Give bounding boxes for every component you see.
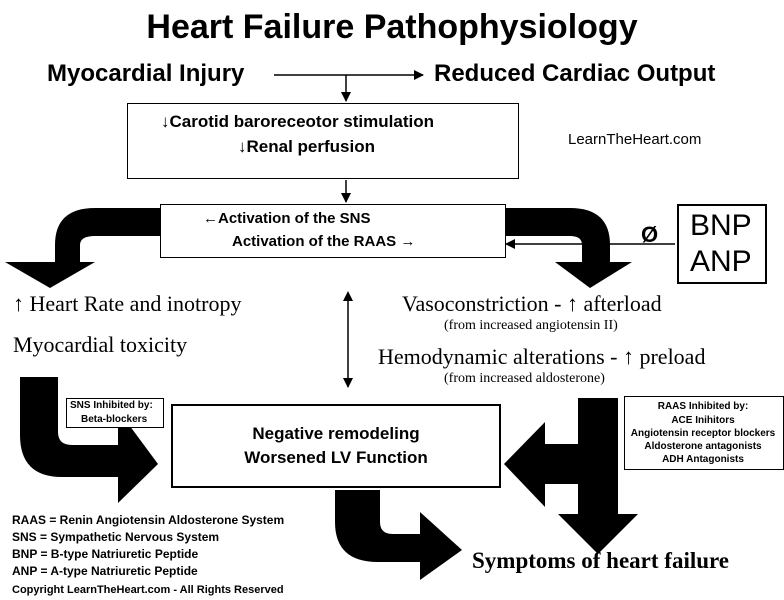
baroreceptor-line: ↓Carotid baroreceotor stimulation — [161, 112, 434, 131]
bnp-label: BNP — [690, 209, 752, 242]
remodel-to-symptoms-arrow — [335, 490, 462, 580]
raas-inhibitors-box: RAAS Inhibited by: ACE Inihitors Angiote… — [624, 396, 784, 470]
baroreceptor-box: ↓Carotid baroreceotor stimulation ↓Renal… — [127, 103, 519, 179]
vasoconstriction-note: (from increased angiotensin II) — [444, 318, 618, 333]
remodeling-box: Negative remodeling Worsened LV Function — [171, 404, 501, 488]
legend-item: RAAS = Renin Angiotensin Aldosterone Sys… — [12, 513, 285, 527]
raas-inhibitor-item: Angiotensin receptor blockers — [630, 428, 776, 439]
hemodynamic-text: Hemodynamic alterations - ↑ preload — [378, 344, 706, 369]
raas-inhibitor-item: ADH Antagonists — [662, 454, 744, 465]
inhibition-symbol: Ø — [641, 222, 659, 247]
raas-inhibitor-item: ACE Inihitors — [671, 415, 735, 426]
sns-inhibitors-title: SNS Inhibited by: — [70, 400, 153, 411]
symptoms-label: Symptoms of heart failure — [472, 548, 730, 573]
anp-label: ANP — [690, 245, 752, 278]
beta-blockers-item: Beta-blockers — [81, 414, 148, 425]
worsened-lv-line: Worsened LV Function — [244, 448, 428, 467]
raas-curved-arrow — [506, 208, 632, 288]
raas-inhibitor-item: Aldosterone antagonists — [644, 441, 762, 452]
hemodynamic-note: (from increased aldosterone) — [444, 371, 605, 386]
myocardial-injury-label: Myocardial Injury — [47, 60, 245, 87]
raas-to-symptoms-arrow — [558, 470, 638, 554]
vasoconstriction-text: Vasoconstriction - ↑ afterload — [402, 291, 662, 316]
site-watermark: LearnTheHeart.com — [568, 131, 702, 148]
raas-inhibitors-title: RAAS Inhibited by: — [657, 401, 749, 412]
raas-activation-line: Activation of the RAAS → — [232, 233, 416, 250]
sns-to-remodel-arrow — [20, 377, 158, 503]
legend-item: BNP = B-type Natriuretic Peptide — [12, 547, 199, 561]
page-title: Heart Failure Pathophysiology — [146, 8, 638, 46]
reduced-cardiac-output-label: Reduced Cardiac Output — [434, 60, 716, 87]
legend-item: ANP = A-type Natriuretic Peptide — [12, 564, 198, 578]
bidirectional-arrow-top-head — [343, 291, 353, 301]
negative-remodeling-line: Negative remodeling — [252, 424, 420, 443]
sns-raas-box: ←Activation of the SNS Activation of the… — [160, 204, 506, 258]
bnp-anp-box: BNP ANP — [677, 204, 767, 284]
heart-rate-inotropy-text: ↑ Heart Rate and inotropy — [13, 291, 242, 316]
copyright-text: Copyright LearnTheHeart.com - All Rights… — [12, 584, 284, 596]
legend-item: SNS = Sympathetic Nervous System — [12, 530, 220, 544]
sns-inhibitors-box: SNS Inhibited by: Beta-blockers — [66, 398, 164, 428]
sns-activation-line: ←Activation of the SNS — [203, 210, 371, 227]
myocardial-toxicity-text: Myocardial toxicity — [13, 332, 188, 357]
sns-curved-arrow — [5, 208, 160, 288]
renal-perfusion-line: ↓Renal perfusion — [238, 137, 375, 156]
